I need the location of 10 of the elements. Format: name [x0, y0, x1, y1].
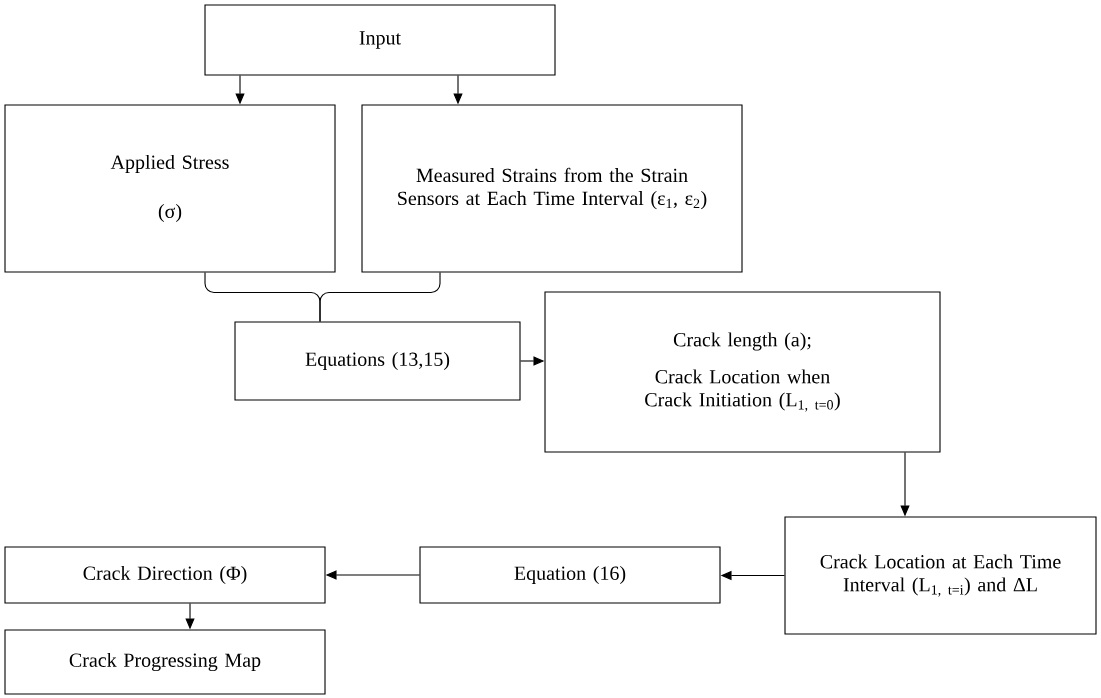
process-box: Applied Stress (σ): [4, 104, 336, 273]
process-box: Crack Direction (Φ): [4, 546, 326, 604]
process-box: Equation (16): [419, 546, 721, 604]
process-box: Input: [204, 4, 556, 76]
process-box: Equations (13,15): [234, 321, 521, 401]
process-box: Crack length (a); Crack Location when Crack Initiation (L$_{1, t=0}$): [544, 291, 941, 453]
process-box: Crack Location at Each Time Interval (L$_{1, t=i}$) and ΔL: [784, 516, 1097, 635]
process-box: Crack Progressing Map: [4, 629, 326, 695]
connector-line: [319, 272, 441, 322]
process-box: Measured Strains from the Strain Sensors at Each Time Interval (ε$_{1}$, ε$_{2}$): [361, 104, 743, 273]
